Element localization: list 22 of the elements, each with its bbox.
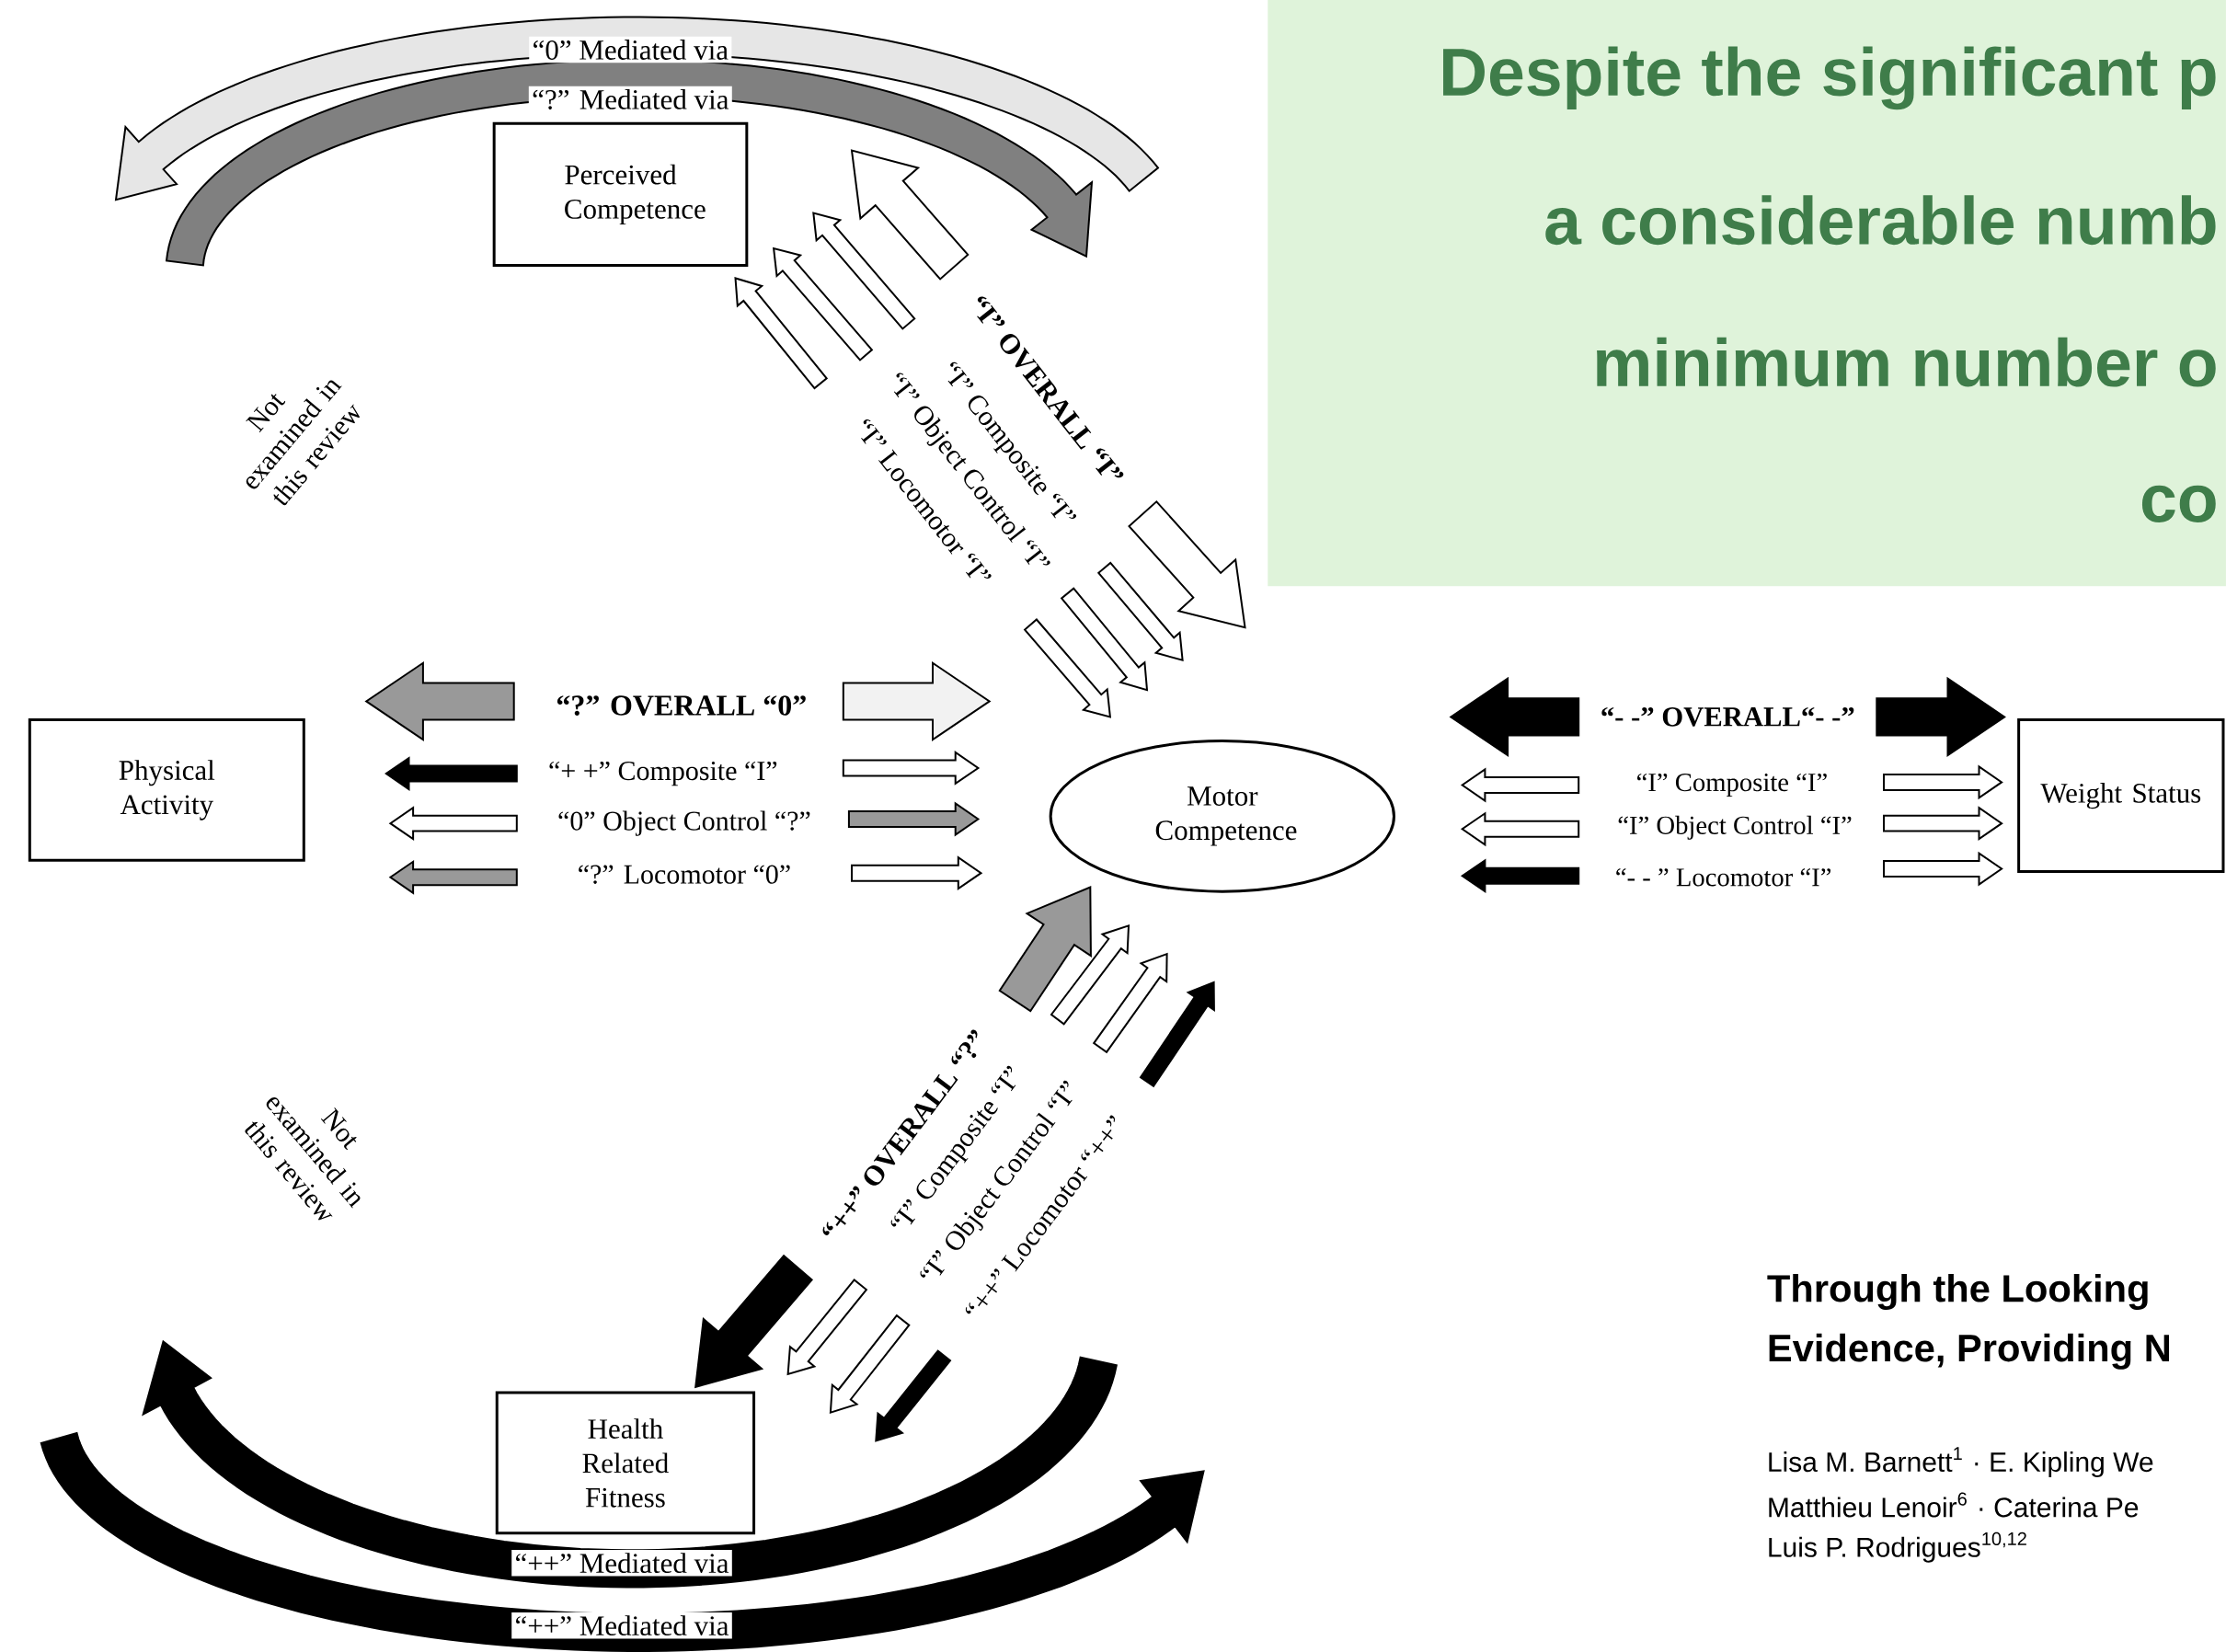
arrow-label: “0” Mediated via [529, 36, 732, 63]
relation-label: “I” Composite “I” [1637, 773, 1827, 797]
concept-box: Perceived Competence [492, 121, 749, 268]
relation-label: “?” OVERALL “0” [556, 695, 806, 716]
relation-label: “?” Locomotor “0” [579, 865, 790, 884]
callout-panel: Despite the significant p a considerable numb minimum number o co [1268, 0, 2226, 587]
relation-label: “- -” OVERALL“- -” [1601, 707, 1854, 727]
author-list: Luis P. Rodrigues$^{10,12}$ [1769, 1532, 2026, 1563]
arrow-label: “++” Mediated via [511, 1549, 732, 1577]
arrow-label: “++” Mediated via [511, 1612, 732, 1639]
relation-label: “- - ” Locomotor “I” [1616, 868, 1831, 887]
arrow-label: “?” Mediated via [528, 86, 732, 113]
concept-box: Physical Activity [28, 718, 305, 862]
article-title: Evidence, Providing N [1769, 1333, 2169, 1370]
concept-box: Weight Status [2017, 718, 2225, 874]
article-title: Through the Looking [1767, 1273, 2148, 1310]
relation-label: “0” Object Control “?” [558, 810, 810, 836]
relation-label: “I” Object Control “I” [1618, 815, 1852, 840]
author-list: Matthieu Lenoir$^{6}$ · Caterina Pe [1769, 1492, 2139, 1518]
relation-label: “+ +” Composite “I” [549, 761, 777, 786]
author-list: Lisa M. Barnett$^{1}$ · E. Kipling We [1769, 1447, 2153, 1478]
concept-box: Health Related Fitness [495, 1391, 756, 1535]
